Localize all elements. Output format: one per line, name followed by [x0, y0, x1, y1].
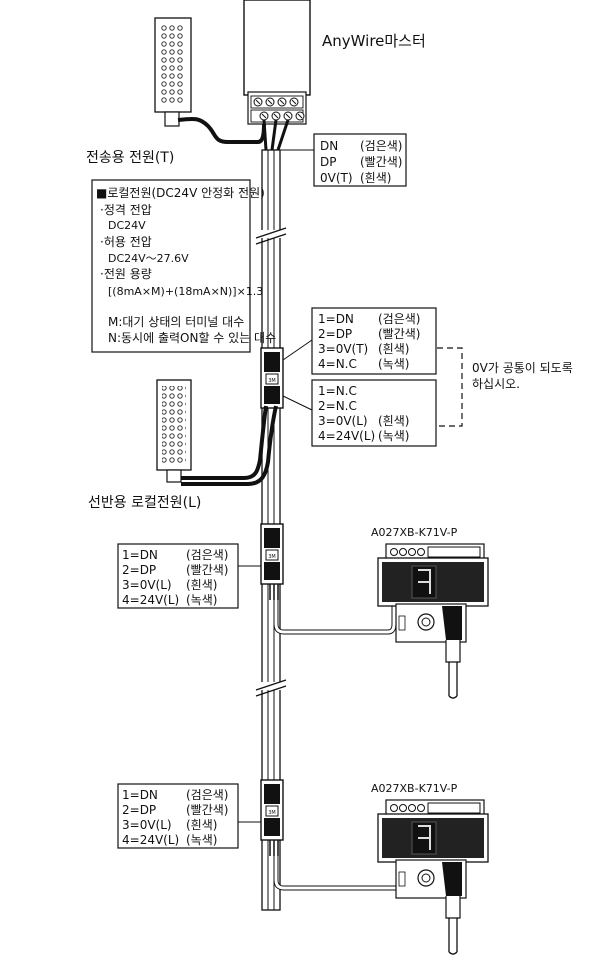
- pin-color: (녹색): [378, 357, 409, 371]
- pin-color: (흰색): [186, 818, 217, 832]
- pin-label: 1=DN: [122, 788, 158, 802]
- transmission-power-supply: [154, 17, 266, 144]
- signal-color: (검은색): [360, 139, 402, 153]
- anywire-master: [243, 0, 311, 151]
- connector-mark: 3M: [268, 810, 276, 816]
- capacity-formula: [(8mA×M)+(18mA×N)]×1.3: [108, 285, 263, 298]
- junction-connector: 3M: [260, 339, 313, 411]
- rated-voltage-value: DC24V: [108, 219, 146, 232]
- pin-label: 3=0V(T): [318, 342, 368, 356]
- pin-color: (흰색): [378, 342, 409, 356]
- local-power-notes: ■로컬전원(DC24V 안정화 전원) ·정격 전압 DC24V ·허용 전압 …: [91, 179, 276, 353]
- pin-label: 1=N.C: [318, 384, 357, 398]
- cable-break-mark: [255, 679, 287, 697]
- pin-label: 4=24V(L): [122, 833, 179, 847]
- pin-label: 3=0V(L): [122, 818, 172, 832]
- connector-mark: 3M: [268, 378, 276, 384]
- transmission-power-label: 전송용 전원(T): [86, 150, 174, 166]
- rated-voltage-label: ·정격 전압: [100, 203, 152, 217]
- pin-color: (검은색): [378, 312, 420, 326]
- common-note-line1: 0V가 공통이 되도록: [472, 361, 573, 375]
- panel-power-label: 선반용 로컬전원(L): [88, 495, 201, 511]
- signal-name: 0V(T): [320, 171, 353, 185]
- pin-color: (검은색): [186, 548, 228, 562]
- pin-label: 2=DP: [122, 563, 156, 577]
- pin-label: 2=DP: [318, 327, 352, 341]
- pin-color: (빨간색): [378, 327, 420, 341]
- pin-color: (녹색): [186, 833, 217, 847]
- pin-label: 2=N.C: [318, 399, 357, 413]
- master-title: AnyWire마스터: [322, 32, 426, 50]
- terminal-unit: [377, 543, 489, 699]
- allowed-voltage-value: DC24V～27.6V: [108, 252, 189, 265]
- pin-color: (흰색): [186, 578, 217, 592]
- terminal-pin-table: 1=DN (검은색) 2=DP (빨간색) 3=0V(L) (흰색) 4=24V…: [117, 543, 239, 609]
- signal-color: (흰색): [360, 171, 391, 185]
- notes-title: ■로컬전원(DC24V 안정화 전원): [96, 186, 265, 200]
- pin-label: 3=0V(L): [318, 414, 368, 428]
- pin-color: (녹색): [186, 593, 217, 607]
- terminal-unit: [377, 799, 489, 955]
- cable-break-mark: [255, 227, 287, 245]
- pin-color: (검은색): [186, 788, 228, 802]
- n-definition: N:동시에 출력ON할 수 있는 대수: [108, 331, 276, 345]
- pin-color: (흰색): [378, 414, 409, 428]
- pin-label: 1=DN: [318, 312, 354, 326]
- m-definition: M:대기 상태의 터미널 대수: [108, 315, 244, 329]
- panel-power-supply: [156, 379, 278, 486]
- pin-color: (빨간색): [186, 563, 228, 577]
- pin-label: 4=24V(L): [122, 593, 179, 607]
- pin-label: 4=N.C: [318, 357, 357, 371]
- common-bracket: [437, 347, 463, 427]
- signal-name: DP: [320, 155, 336, 169]
- signal-name: DN: [320, 139, 338, 153]
- signal-color: (빨간색): [360, 155, 402, 169]
- pin-color: (빨간색): [186, 803, 228, 817]
- junction-lower-table: 1=N.C 2=N.C 3=0V(L) (흰색) 4=24V(L) (녹색): [311, 379, 437, 447]
- terminal-connector: 3M: [238, 523, 397, 635]
- pin-label: 3=0V(L): [122, 578, 172, 592]
- master-signal-table: DN (검은색) DP (빨간색) 0V(T) (흰색): [280, 133, 407, 187]
- connector-mark: 3M: [268, 554, 276, 560]
- pin-label: 4=24V(L): [318, 429, 375, 443]
- common-note-line2: 하십시오.: [472, 377, 520, 391]
- allowed-voltage-label: ·허용 전압: [100, 235, 152, 249]
- junction-upper-table: 1=DN (검은색) 2=DP (빨간색) 3=0V(T) (흰색) 4=N.C…: [311, 307, 437, 375]
- terminal-model: A027XB-K71V-P: [371, 782, 458, 795]
- pin-label: 1=DN: [122, 548, 158, 562]
- pin-color: (녹색): [378, 429, 409, 443]
- terminal-pin-table: 1=DN (검은색) 2=DP (빨간색) 3=0V(L) (흰색) 4=24V…: [117, 783, 239, 849]
- capacity-label: ·전원 용량: [100, 267, 152, 281]
- pin-label: 2=DP: [122, 803, 156, 817]
- terminal-model: A027XB-K71V-P: [371, 526, 458, 539]
